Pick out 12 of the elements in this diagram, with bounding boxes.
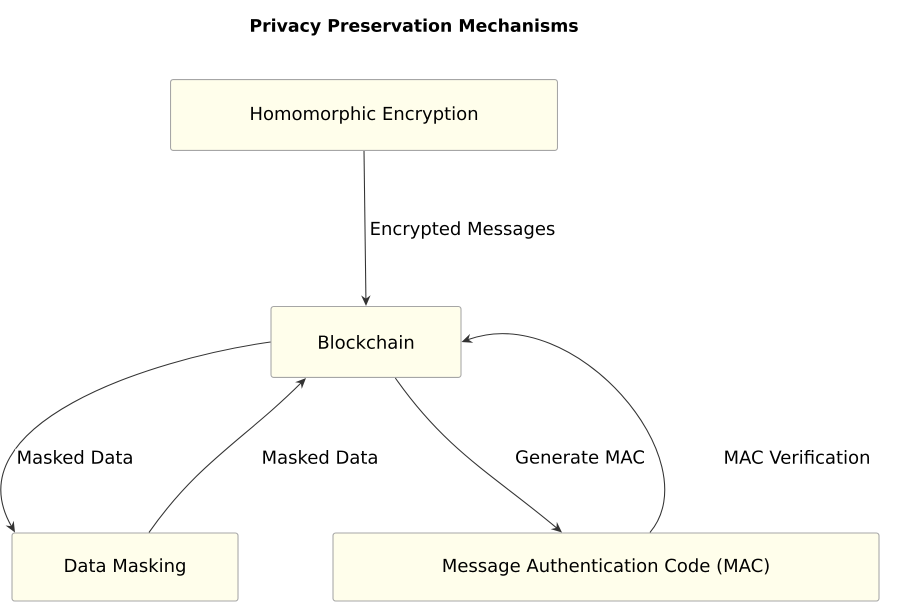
process-box: Blockchain: [270, 306, 462, 378]
edge-label: Generate MAC: [514, 448, 646, 466]
edge-label: MAC Verification: [722, 448, 872, 466]
edge-label: Masked Data: [15, 448, 135, 466]
edge-label: Encrypted Messages: [368, 220, 557, 240]
arrow: [148, 378, 306, 533]
diagram-title: Privacy Preservation Mechanisms: [250, 18, 578, 36]
arrow: [394, 378, 562, 532]
process-box: Data Masking: [11, 532, 239, 602]
process-box: Message Authentication Code (MAC): [332, 532, 880, 602]
edge-label: Masked Data: [260, 448, 380, 466]
process-box: Homomorphic Encryption: [170, 79, 558, 151]
